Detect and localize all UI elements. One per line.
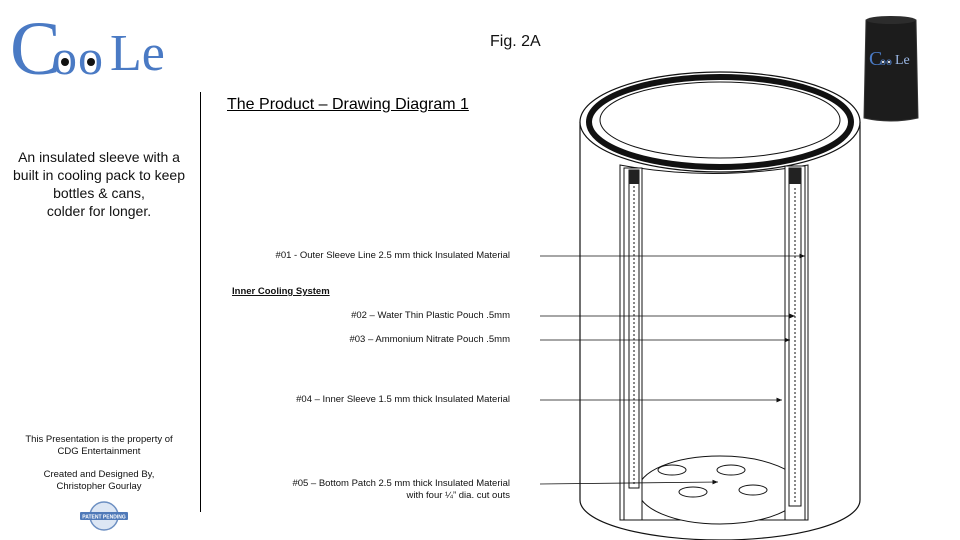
cutout-hole-1 [657,464,687,476]
sleeve-rim-band [586,74,854,170]
logo-letter-c: C [10,7,61,90]
logo-letter-o1: o [52,29,77,85]
koozie-eye-right [887,60,891,64]
label-inner-cooling-system: Inner Cooling System [232,286,330,297]
label-ammonium-pouch: #03 – Ammonium Nitrate Pouch .5mm [349,334,510,345]
credits-line: Created and Designed By, [43,469,155,480]
patent-pending-badge: PATENT PENDING [80,501,128,531]
label-bottom-patch: #05 – Bottom Patch 2.5 mm thick Insulate… [230,478,510,502]
divider-line [200,92,201,512]
credits-line: Christopher Gourlay [56,481,142,492]
label-inner-sleeve: #04 – Inner Sleeve 1.5 mm thick Insulate… [296,394,510,405]
label-water-pouch: #02 – Water Thin Plastic Pouch .5mm [351,310,510,321]
property-line: CDG Entertainment [57,446,141,457]
logo-eye-right [87,58,95,66]
property-notice: This Presentation is the property of CDG… [6,434,192,458]
cooler-logo: C o o Le [10,7,165,90]
leader-bottom-patch [539,479,719,485]
figure-label: Fig. 2A [490,33,541,50]
bottom-patch-line: #05 – Bottom Patch 2.5 mm thick Insulate… [292,478,510,489]
cutaway-section [619,164,809,521]
left-wall-cap [629,170,639,184]
right-wall-cap [789,168,801,184]
tagline-line: built in cooling pack to keep [13,167,185,183]
badge-text: PATENT PENDING [82,515,126,521]
page-title: The Product – Drawing Diagram 1 [227,96,469,113]
badge-ribbon [80,512,128,520]
koozie-product-image: C oo Le [863,16,919,122]
tagline-line: bottles & cans, [53,185,145,201]
cutout-hole-4 [738,484,768,496]
koozie-rim [866,16,916,24]
koozie-logo-oo: oo [880,54,892,68]
koozie-eye-left [881,60,885,64]
koozie-logo-c: C [869,48,882,70]
sleeve-rim-inner [599,81,841,159]
koozie-logo-le: Le [895,53,910,68]
product-tagline: An insulated sleeve with a built in cool… [6,148,192,220]
logo-eye-left [61,58,69,66]
tagline-line: colder for longer. [46,203,152,219]
bottom-patch-line: with four ¼” dia. cut outs [406,490,511,501]
logo-letters-le: Le [110,25,165,82]
logo-letter-o2: o [78,29,103,85]
credits: Created and Designed By, Christopher Gou… [6,469,192,493]
left-wall-pouch [628,169,640,489]
property-line: This Presentation is the property of [25,434,173,445]
label-outer-sleeve: #01 - Outer Sleeve Line 2.5 mm thick Ins… [275,250,510,261]
cutout-hole-2 [716,464,746,476]
tagline-line: An insulated sleeve with a [18,149,180,165]
cutout-hole-3 [678,486,708,498]
